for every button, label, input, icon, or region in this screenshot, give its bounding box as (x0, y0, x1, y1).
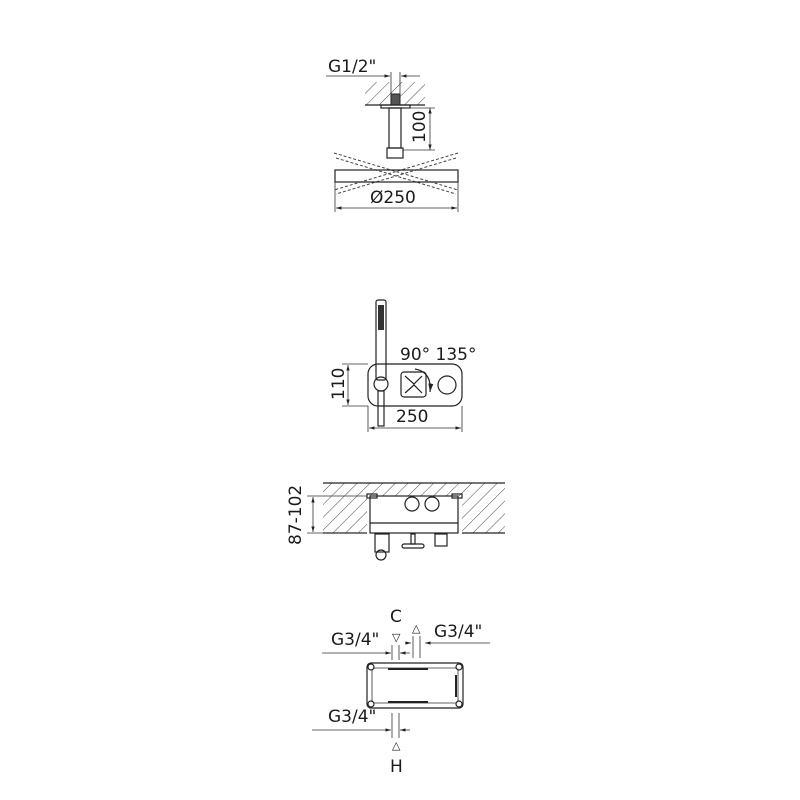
height-label: 110 (329, 368, 349, 400)
outlet-thread-label: G3/4" (434, 622, 482, 642)
cold-label: C (390, 607, 402, 627)
shower-head (334, 169, 459, 183)
hot-thread-label: G3/4" (328, 707, 376, 727)
square-handle (400, 371, 427, 398)
hot-inlet-arrow-icon: △ (392, 739, 401, 752)
depth-label: 87-102 (286, 485, 306, 545)
embedded-box-view: 87-102 (286, 482, 505, 561)
angles-label: 90° 135° (400, 345, 476, 365)
embedded-box (369, 495, 459, 534)
arm-length-label: 100 (410, 111, 430, 143)
outlet-arrow-icon: △ (412, 622, 421, 635)
shower-head-tilt-dashed (333, 152, 459, 195)
width-label: 250 (396, 407, 428, 427)
hot-label: H (390, 757, 403, 777)
diameter-label: Ø250 (370, 188, 416, 208)
cold-inlet-arrow-icon: ▽ (392, 631, 401, 644)
ceiling-shower-view: G1/2" 100 Ø250 (326, 57, 459, 212)
connections-view: G3/4" C ▽ △ G3/4" G3/4" △ H (312, 607, 490, 777)
box-top-outline (366, 662, 464, 709)
cold-thread-label: G3/4" (331, 630, 379, 650)
wall-hatch (323, 483, 505, 533)
round-knob (437, 375, 457, 395)
mixer-plate (367, 363, 463, 407)
wall-mixer-view: 90° 135° 110 250 (329, 299, 476, 432)
thread-label: G1/2" (328, 57, 376, 77)
